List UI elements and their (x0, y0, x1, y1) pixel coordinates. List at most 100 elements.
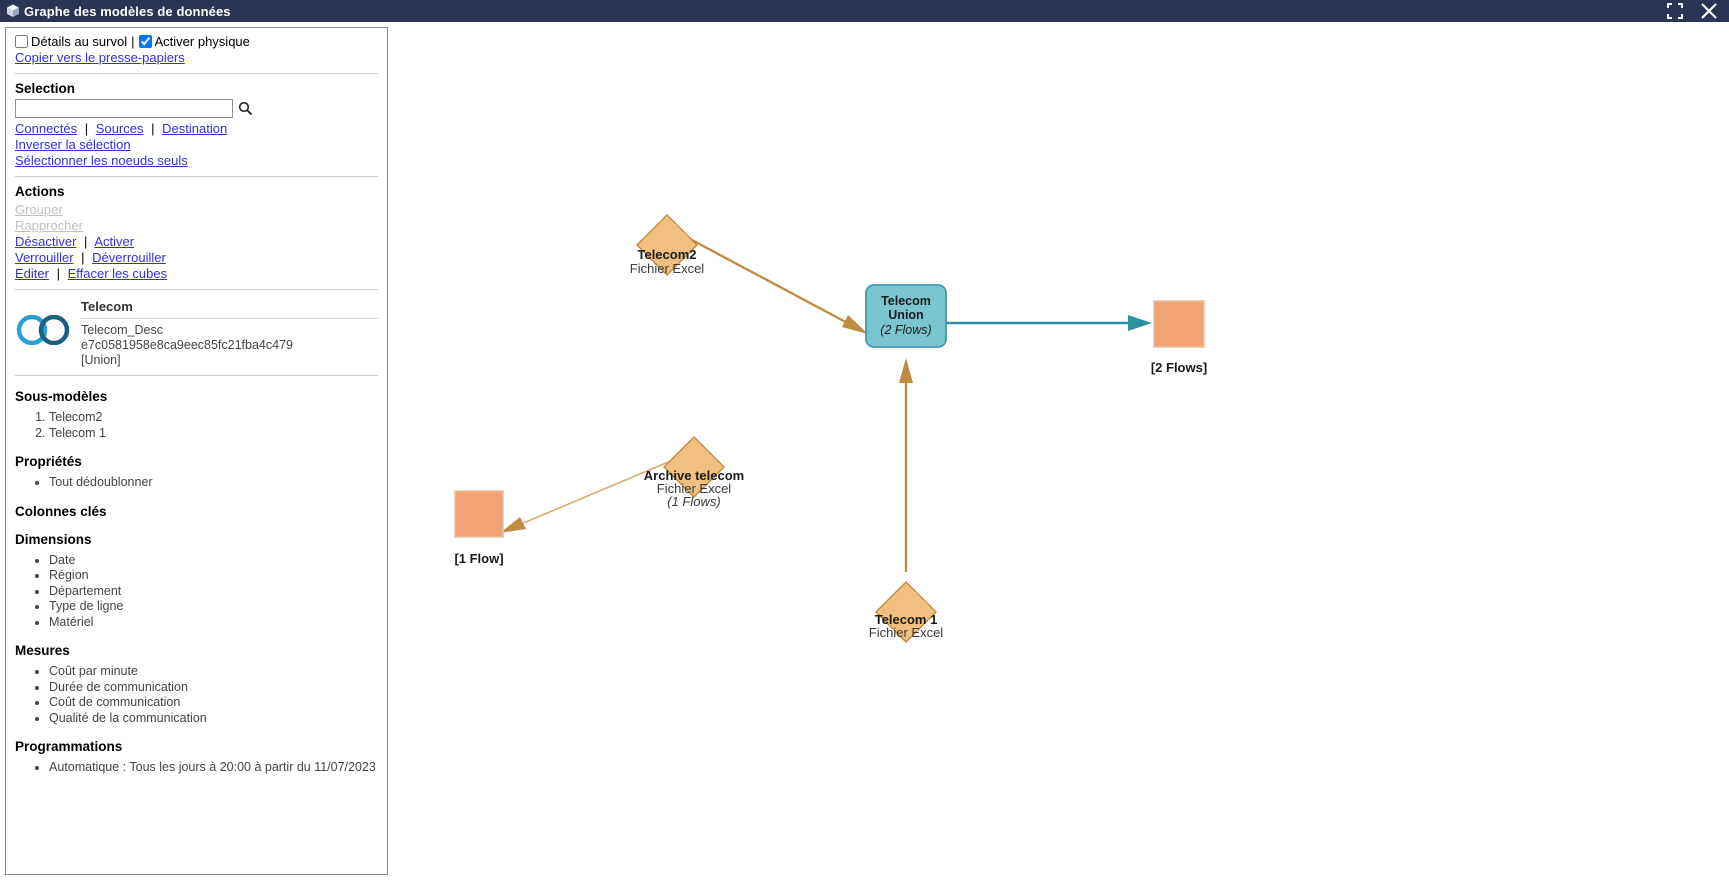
restore-window-icon[interactable] (1665, 1, 1685, 21)
schedules-list: Automatique : Tous les jours à 20:00 à p… (15, 760, 378, 776)
node-output-right-label: [2 Flows] (1151, 360, 1207, 375)
edit-action-link[interactable]: Editer (15, 266, 49, 281)
measures-title: Mesures (15, 643, 70, 659)
node-output-left-label: [1 Flow] (454, 551, 503, 566)
scope-separator-2: | (151, 121, 155, 136)
node-union-flows: (2 Flows) (880, 323, 931, 337)
node-detail-card: Telecom Telecom_Desc e7c0581958e8ca9eec8… (15, 297, 378, 367)
enable-physics-checkbox[interactable] (138, 35, 152, 48)
selection-section-title: Selection (15, 81, 76, 96)
panel-toggles-row: Détails au survol | Activer physique (15, 34, 378, 49)
action-lock-row: Verrouiller | Déverrouiller (15, 250, 378, 265)
select-lonely-nodes-link[interactable]: Sélectionner les noeuds seuls (15, 153, 188, 168)
edge-union-to-output-right (945, 315, 1152, 331)
list-item: Matériel (49, 615, 378, 631)
divider-2 (15, 176, 378, 177)
enable-physics-label: Activer physique (154, 34, 250, 49)
activate-action-link[interactable]: Activer (94, 234, 135, 249)
toggle-separator: | (131, 34, 135, 49)
measures-list: Coût par minute Durée de communication C… (15, 664, 378, 726)
graph-node-telecom-union[interactable]: Telecom Union (2 Flows) (865, 284, 947, 348)
graph-node-telecom1[interactable]: Telecom 1 Fichier Excel (869, 581, 944, 643)
left-control-panel: Détails au survol | Activer physique Cop… (5, 27, 388, 875)
node-union-title-line2: Union (888, 308, 923, 322)
list-item: Date (49, 553, 378, 569)
scope-separator-1: | (84, 121, 89, 136)
hover-details-label: Détails au survol (31, 34, 128, 49)
edge-telecom1-to-union (899, 358, 913, 572)
match-action-link: Rapprocher (15, 218, 83, 233)
list-item: Telecom2 (49, 410, 378, 426)
list-item: Tout dédoublonner (49, 475, 378, 491)
unlock-action-link[interactable]: Déverrouiller (92, 250, 166, 265)
list-item: Automatique : Tous les jours à 20:00 à p… (49, 760, 378, 776)
graph-edges (500, 237, 1152, 572)
properties-list: Tout dédoublonner (15, 475, 378, 491)
properties-title: Propriétés (15, 454, 82, 470)
action-activation-row: Désactiver | Activer (15, 234, 378, 249)
list-item: Durée de communication (49, 680, 378, 696)
actions-section-title: Actions (15, 184, 65, 199)
divider-3 (15, 289, 378, 290)
node-telecom2-subtitle: Fichier Excel (630, 261, 705, 276)
search-icon[interactable] (238, 101, 253, 116)
graph-node-output-left[interactable]: [1 Flow] (454, 490, 504, 566)
close-window-icon[interactable] (1699, 1, 1719, 21)
submodels-list: Telecom2 Telecom 1 (15, 410, 378, 441)
submodels-title: Sous-modèles (15, 389, 108, 405)
select-sources-link[interactable]: Sources (95, 121, 144, 136)
node-telecom1-title: Telecom 1 (875, 612, 938, 627)
select-lonely-nodes-row: Sélectionner les noeuds seuls (15, 153, 378, 168)
graph-node-telecom2[interactable]: Telecom2 Fichier Excel (630, 214, 705, 276)
titlebar-left-group: Graphe des modèles de données (0, 3, 231, 19)
node-detail-description: Telecom_Desc (81, 323, 163, 337)
hover-details-checkbox[interactable] (15, 35, 28, 48)
list-item: Type de ligne (49, 599, 378, 615)
graph-node-output-right[interactable]: [2 Flows] (1151, 300, 1207, 375)
action-separator-1: | (84, 234, 88, 249)
action-match-row: Rapprocher (15, 218, 378, 233)
action-separator-3: | (56, 266, 60, 281)
schedules-title: Programmations (15, 739, 123, 755)
key-columns-title: Colonnes clés (15, 503, 107, 519)
node-detail-name: Telecom (81, 299, 133, 314)
selection-search-row (15, 99, 378, 118)
action-group-row: Grouper (15, 202, 378, 217)
lock-action-link[interactable]: Verrouiller (15, 250, 74, 265)
union-rings-icon (15, 299, 77, 350)
list-item: Telecom 1 (49, 426, 378, 442)
node-telecom1-subtitle: Fichier Excel (869, 625, 944, 640)
node-detail-type: [Union] (81, 352, 121, 367)
edge-telecom2-to-union (689, 237, 868, 334)
list-item: Coût de communication (49, 695, 378, 711)
list-item: Qualité de la communication (49, 711, 378, 727)
action-separator-2: | (81, 250, 85, 265)
group-action-link: Grouper (15, 202, 63, 217)
select-destination-link[interactable]: Destination (162, 121, 228, 136)
dimensions-list: Date Région Département Type de ligne Ma… (15, 553, 378, 631)
select-connected-link[interactable]: Connectés (15, 121, 78, 136)
list-item: Région (49, 568, 378, 584)
node-archive-subtitle: Fichier Excel (657, 481, 732, 496)
node-detail-body: Telecom Telecom_Desc e7c0581958e8ca9eec8… (77, 299, 378, 367)
list-item: Département (49, 584, 378, 600)
edge-archive-to-output-left (500, 454, 686, 533)
invert-selection-link[interactable]: Inverser la sélection (15, 137, 131, 152)
cube-logo-icon (4, 3, 22, 19)
copy-to-clipboard-link[interactable]: Copier vers le presse-papiers (15, 50, 185, 65)
detail-divider (81, 318, 378, 319)
divider-4 (15, 375, 378, 377)
node-detail-hash: e7c0581958e8ca9eec85fc21fba4c479 (81, 337, 293, 352)
data-model-graph-canvas[interactable]: Telecom2 Fichier Excel Archive telecom F… (390, 27, 1729, 881)
deactivate-action-link[interactable]: Désactiver (15, 234, 77, 249)
graph-node-archive-telecom[interactable]: Archive telecom Fichier Excel (1 Flows) (644, 436, 744, 509)
node-telecom2-title: Telecom2 (637, 247, 696, 262)
selection-search-input[interactable] (15, 99, 233, 118)
window-title: Graphe des modèles de données (24, 3, 231, 19)
selection-scope-links: Connectés | Sources | Destination (15, 121, 378, 136)
invert-selection-row: Inverser la sélection (15, 137, 378, 152)
divider-1 (15, 73, 378, 74)
clear-cubes-action-link[interactable]: Effacer les cubes (67, 266, 168, 281)
dimensions-title: Dimensions (15, 531, 92, 547)
window-controls (1665, 1, 1729, 21)
